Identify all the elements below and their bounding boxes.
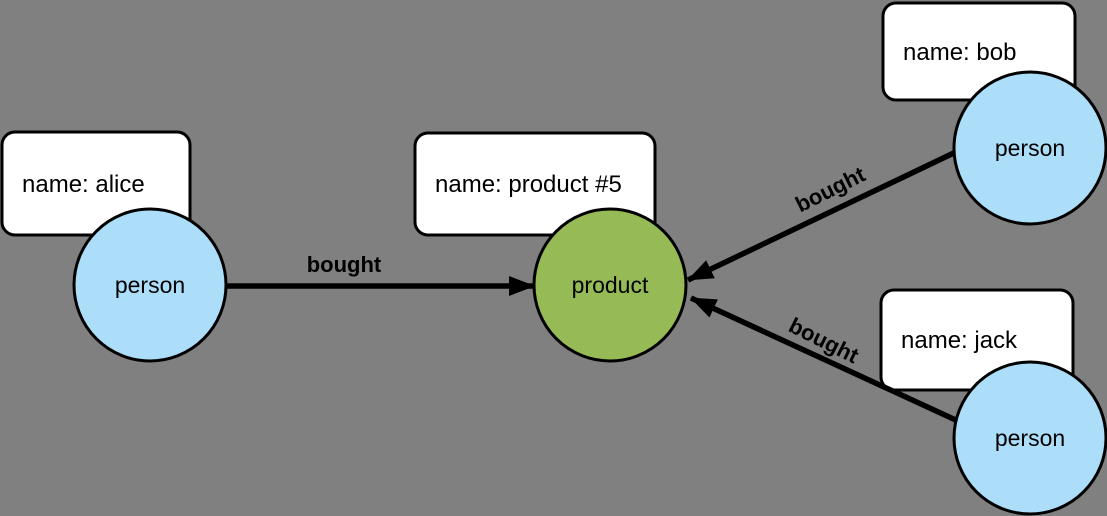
node-label-person-alice: person: [115, 272, 185, 298]
node-circle-person-alice: [72, 207, 228, 363]
edge-line-jack-product: [689, 295, 962, 425]
edge-label-alice-bought: bought: [307, 252, 382, 277]
node-person-alice: person: [72, 207, 228, 363]
node-product: product: [532, 207, 688, 363]
node-label-person-jack: person: [995, 425, 1065, 451]
property-label-bob: name: bob: [903, 39, 1016, 66]
property-label-alice: name: alice: [22, 171, 145, 198]
node-circle-person-bob: [952, 70, 1107, 226]
property-label-product: name: product #5: [435, 171, 622, 198]
edge-line-bob-product: [686, 147, 962, 283]
node-circle-product: [532, 207, 688, 363]
node-person-jack: person: [952, 360, 1107, 516]
node-circle-person-jack: [952, 360, 1107, 516]
node-label-person-bob: person: [995, 135, 1065, 161]
node-person-bob: person: [952, 70, 1107, 226]
edge-alice-bought-product: bought: [226, 252, 535, 296]
node-label-product: product: [572, 272, 649, 298]
property-label-jack: name: jack: [901, 327, 1018, 354]
property-box-product: name: product #5: [413, 131, 657, 237]
